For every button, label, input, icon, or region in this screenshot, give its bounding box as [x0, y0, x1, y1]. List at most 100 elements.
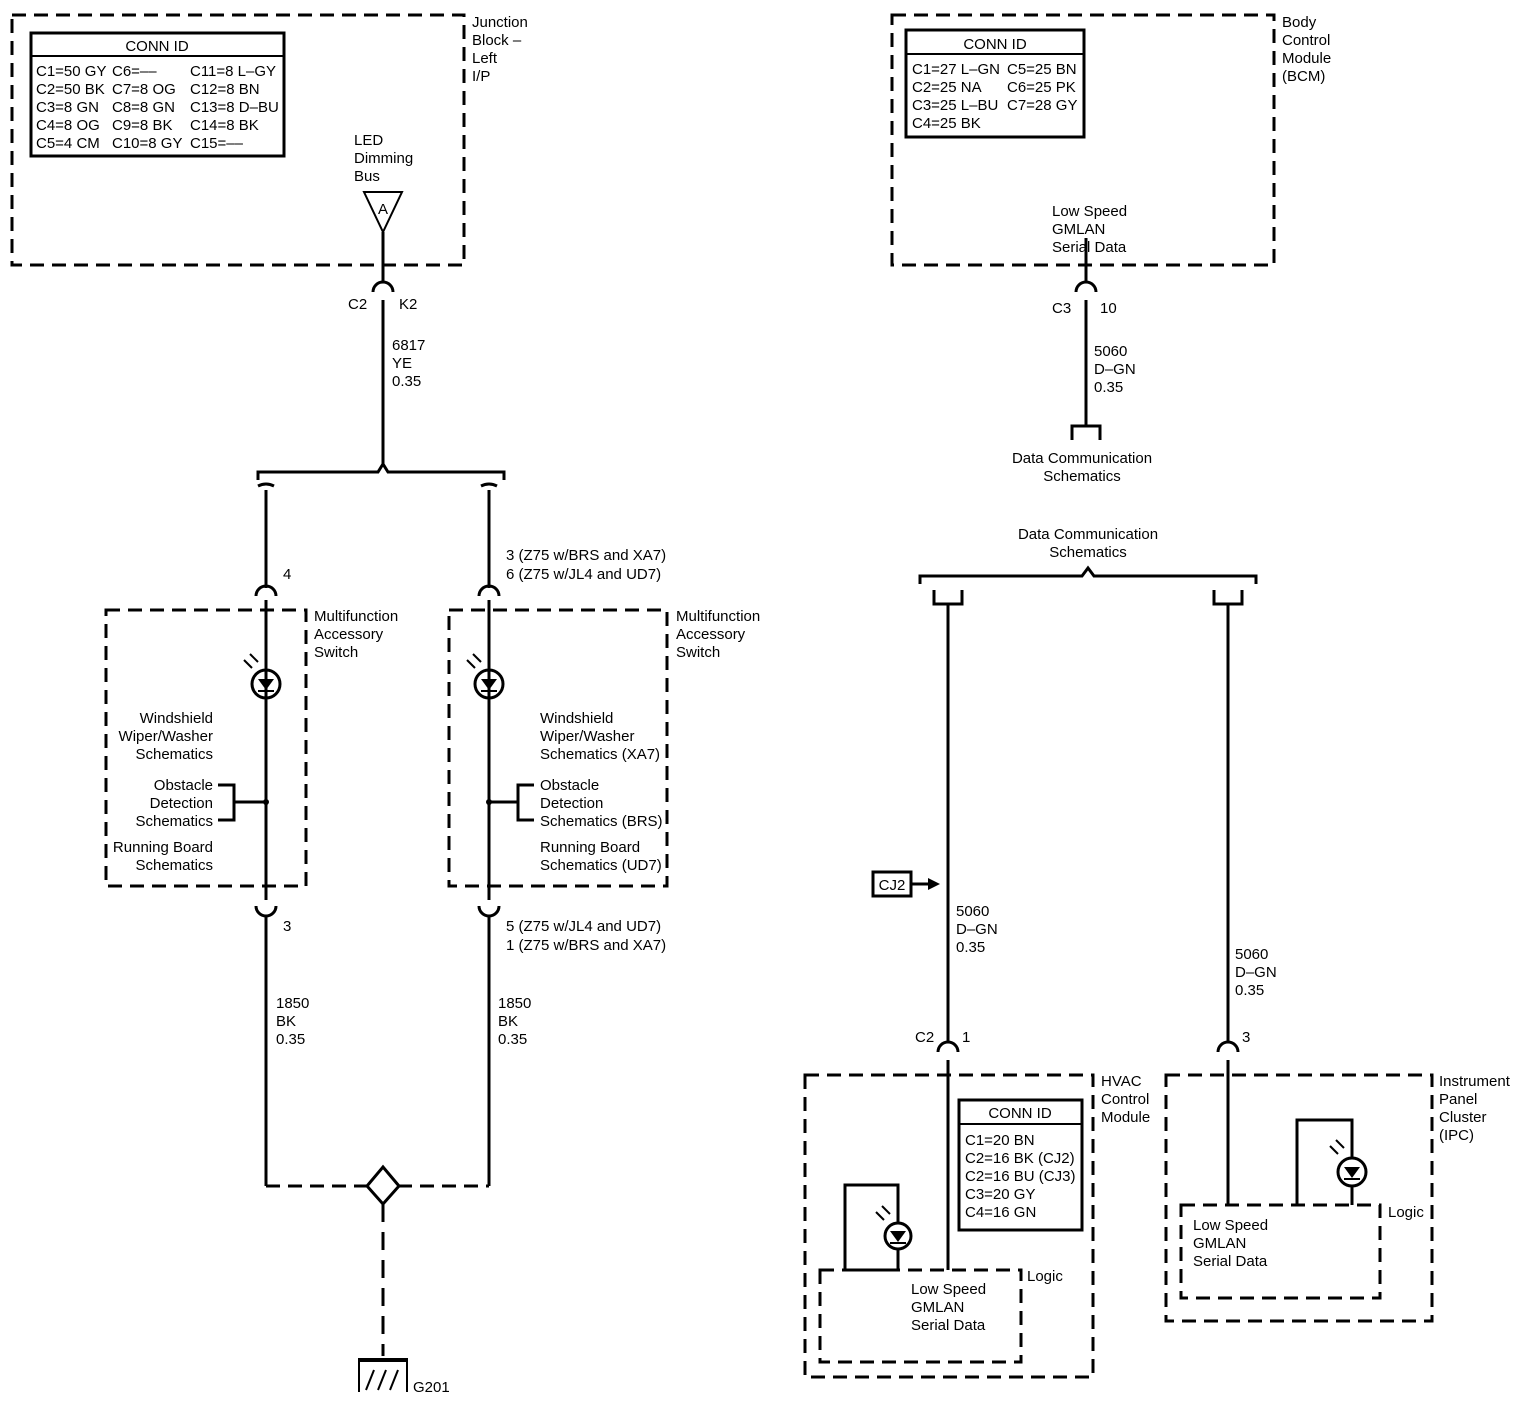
diagram-label: 0.35 — [956, 939, 985, 956]
diagram-label: 5 (Z75 w/JL4 and UD7) — [506, 918, 661, 935]
diagram-label: 3 (Z75 w/BRS and XA7) — [506, 547, 666, 564]
diagram-label: C12=8 BN — [190, 81, 260, 98]
diagram-label: Detection — [540, 795, 603, 812]
diagram-label: C5=4 CM — [36, 135, 100, 152]
diagram-label: 5060 — [1094, 343, 1127, 360]
diagram-label: Multifunction — [314, 608, 398, 625]
diagram-label: Low Speed — [911, 1281, 986, 1298]
diagram-label: D–GN — [1094, 361, 1136, 378]
diagram-label: 5060 — [956, 903, 989, 920]
diagram-label: K2 — [399, 296, 417, 313]
diagram-label: Accessory — [676, 626, 746, 643]
diagram-label: 6 (Z75 w/JL4 and UD7) — [506, 566, 661, 583]
diagram-label: Switch — [676, 644, 720, 661]
diagram-label: Cluster — [1439, 1109, 1487, 1126]
diagram-label: Logic — [1388, 1204, 1424, 1221]
diagram-label: Accessory — [314, 626, 384, 643]
diagram-label: Multifunction — [676, 608, 760, 625]
diagram-label: C11=8 L–GY — [190, 63, 276, 80]
diagram-label: Instrument — [1439, 1073, 1511, 1090]
diagram-label: C2=16 BU (CJ3) — [965, 1168, 1075, 1185]
diagram-label: C1=27 L–GN — [912, 61, 1000, 78]
connector-hvac-c2-1 — [936, 1040, 960, 1053]
diagram-label: Detection — [150, 795, 213, 812]
connector-right-bottom — [477, 905, 501, 918]
diagram-label: 0.35 — [1235, 982, 1264, 999]
diagram-label: 3 — [1242, 1029, 1250, 1046]
diagram-label: Running Board — [113, 839, 213, 856]
diagram-label: Schematics — [135, 746, 213, 763]
diagram-label: Schematics — [135, 857, 213, 874]
diagram-label: Serial Data — [1052, 239, 1127, 256]
diagram-label: Windshield — [140, 710, 213, 727]
diagram-label: CONN ID — [963, 36, 1027, 53]
connector-c2-k2 — [371, 280, 395, 293]
multifunction-switch-right: 3 (Z75 w/BRS and XA7) 6 (Z75 w/JL4 and U… — [447, 490, 760, 1186]
led-indicator-icon — [466, 653, 505, 700]
diagram-label: C6=–– — [112, 63, 157, 80]
diagram-label: Module — [1101, 1109, 1150, 1126]
diagram-label: C2=25 NA — [912, 79, 982, 96]
diagram-label: 0.35 — [392, 373, 421, 390]
connector-right-top — [477, 584, 501, 597]
diagram-label: C3=8 GN — [36, 99, 99, 116]
diagram-label: C13=8 D–BU — [190, 99, 279, 116]
diagram-label: 0.35 — [276, 1031, 305, 1048]
diagram-label: YE — [392, 355, 412, 372]
diagram-label: Module — [1282, 50, 1331, 67]
cj2-reference: CJ2 — [871, 870, 940, 898]
diagram-label: Serial Data — [1193, 1253, 1268, 1270]
multifunction-switch-left: 4 Multifunction Accessory Switch Windshi… — [104, 490, 398, 1186]
diagram-label: Data Communication — [1018, 526, 1158, 543]
connector-ipc-3 — [1216, 1040, 1240, 1053]
diagram-label: Running Board — [540, 839, 640, 856]
diagram-label: Wiper/Washer — [540, 728, 634, 745]
diagram-label: C7=28 GY — [1007, 97, 1077, 114]
connector-left-bottom — [254, 905, 278, 918]
diagram-label: C2=50 BK — [36, 81, 105, 98]
diagram-label: Low Speed — [1193, 1217, 1268, 1234]
diagram-label: Body — [1282, 14, 1317, 31]
diagram-label: Schematics (BRS) — [540, 813, 663, 830]
diagram-label: C1=20 BN — [965, 1132, 1035, 1149]
bcm-data-comm-terminal — [1070, 424, 1102, 440]
diagram-label: Schematics — [1043, 468, 1121, 485]
diagram-label: Bus — [354, 168, 380, 185]
diagram-label: 4 — [283, 566, 291, 583]
body-control-module: Body Control Module (BCM) CONN ID C1=27 … — [890, 13, 1331, 267]
diagram-label: C2 — [348, 296, 367, 313]
diagram-label: C4=8 OG — [36, 117, 100, 134]
diagram-label: Logic — [1027, 1268, 1063, 1285]
junction-block: Junction Block – Left I/P CONN ID C1=50 … — [10, 13, 528, 267]
diagram-label: C2 — [915, 1029, 934, 1046]
hvac-control-module: HVAC Control Module CONN ID C1=20 BN C2=… — [803, 1073, 1150, 1379]
junction-conn-id-table: CONN ID C1=50 GY C2=50 BK C3=8 GN C4=8 O… — [29, 31, 286, 158]
diagram-label: C4=25 BK — [912, 115, 981, 132]
diagram-label: 1 (Z75 w/BRS and XA7) — [506, 937, 666, 954]
bcm-conn-id-table: CONN ID C1=27 L–GN C2=25 NA C3=25 L–BU C… — [904, 28, 1086, 139]
diagram-label: Data Communication — [1012, 450, 1152, 467]
diagram-label: (IPC) — [1439, 1127, 1474, 1144]
diagram-label: 0.35 — [498, 1031, 527, 1048]
connector-left-top — [254, 584, 278, 597]
diagram-label: LED — [354, 132, 383, 149]
diagram-label: C9=8 BK — [112, 117, 172, 134]
diagram-label: Schematics — [135, 813, 213, 830]
diagram-label: CONN ID — [125, 38, 189, 55]
diagram-label: Low Speed — [1052, 203, 1127, 220]
data-communication-bus: Data Communication Schematics — [918, 526, 1258, 606]
diagram-label: BK — [276, 1013, 296, 1030]
diagram-label: C4=16 GN — [965, 1204, 1036, 1221]
led-indicator-icon — [1329, 1139, 1368, 1188]
diagram-label: Schematics (UD7) — [540, 857, 662, 874]
diagram-label: GMLAN — [1052, 221, 1105, 238]
diagram-label: HVAC — [1101, 1073, 1142, 1090]
hvac-conn-id-table: CONN ID C1=20 BN C2=16 BK (CJ2) C2=16 BU… — [957, 1098, 1084, 1232]
diagram-label: CONN ID — [988, 1105, 1052, 1122]
led-indicator-icon — [875, 1205, 913, 1251]
diagram-label: C7=8 OG — [112, 81, 176, 98]
diagram-label: C2=16 BK (CJ2) — [965, 1150, 1075, 1167]
diagram-label: Junction — [472, 14, 528, 31]
diagram-label: C3 — [1052, 300, 1071, 317]
diagram-label: I/P — [472, 68, 490, 85]
